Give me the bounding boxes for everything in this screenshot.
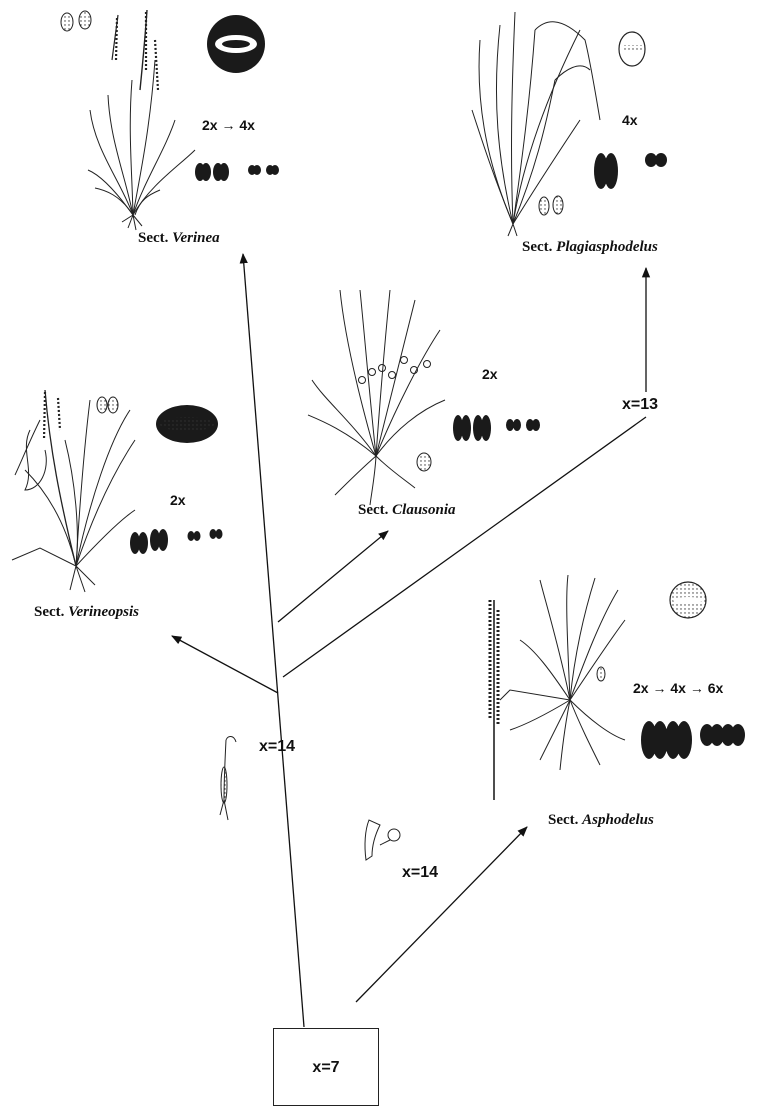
arrow-to-plagiasphodelus-lower: [283, 417, 646, 677]
verinea-pollen-icon: [207, 15, 265, 73]
verinea-chromosome-icons: [195, 163, 279, 181]
plagiasphodelus-chromosome-icons: [594, 153, 667, 189]
plagiasphodelus-seed-icons: [539, 196, 563, 215]
arrow-to-asphodelus: [356, 827, 527, 1002]
verineopsis-chromosome-icons: [130, 529, 223, 554]
section-prefix: Sect.: [522, 239, 552, 255]
asphodelus-chromosome-icons: [641, 721, 745, 759]
section-label-plagiasphodelus: Sect. Plagiasphodelus: [522, 239, 658, 256]
section-name: Plagiasphodelus: [556, 239, 658, 255]
section-label-asphodelus: Sect. Asphodelus: [548, 812, 654, 829]
seedling-icon: [220, 736, 236, 820]
chromosome-number-main-stem: x=14: [259, 738, 295, 756]
section-label-verineopsis: Sect. Verineopsis: [34, 604, 139, 621]
section-name: Verinea: [172, 230, 220, 246]
section-prefix: Sect.: [138, 230, 168, 246]
clausonia-plant-illustration: [308, 290, 445, 505]
verinea-seed-icons: [61, 11, 91, 31]
root-node: x=7: [273, 1028, 379, 1106]
clausonia-seed-icon: [417, 453, 431, 471]
section-name: Verineopsis: [68, 604, 139, 620]
plagiasphodelus-pollen-icon: [619, 32, 645, 66]
section-name: Asphodelus: [582, 812, 654, 828]
verineopsis-seed-icons: [97, 397, 118, 413]
ploidy-verineopsis: 2x: [170, 492, 186, 508]
verineopsis-plant-illustration: [12, 390, 135, 592]
clausonia-chromosome-icons: [453, 415, 540, 441]
section-prefix: Sect.: [358, 502, 388, 518]
arrow-to-clausonia: [278, 531, 388, 622]
section-label-verinea: Sect. Verinea: [138, 230, 220, 247]
arrows: [172, 254, 646, 1027]
chromosome-number-asphodelus-stem: x=14: [402, 864, 438, 882]
ploidy-plagiasphodelus: 4x: [622, 112, 638, 128]
plagiasphodelus-plant-illustration: [472, 12, 600, 236]
arrow-to-verineopsis: [172, 636, 278, 693]
ploidy-clausonia: 2x: [482, 366, 498, 382]
section-prefix: Sect.: [548, 812, 578, 828]
ploidy-verinea: 2x → 4x: [202, 117, 255, 133]
verineopsis-pollen-icon: [156, 405, 218, 443]
chromosome-number-plagiasphodelus-stem: x=13: [622, 396, 658, 414]
verinea-plant-illustration: [88, 10, 195, 230]
asphodelus-seed-icon: [597, 667, 605, 681]
asphodelus-plant-illustration: [490, 575, 625, 800]
root-chromosome-number: x=7: [274, 1059, 378, 1077]
asphodelus-pollen-icon: [670, 582, 706, 618]
section-name: Clausonia: [392, 502, 455, 518]
section-prefix: Sect.: [34, 604, 64, 620]
arrow-to-verinea: [243, 254, 304, 1027]
section-label-clausonia: Sect. Clausonia: [358, 502, 456, 519]
ploidy-asphodelus: 2x → 4x → 6x: [633, 680, 723, 696]
sprout-icon: [365, 820, 400, 860]
